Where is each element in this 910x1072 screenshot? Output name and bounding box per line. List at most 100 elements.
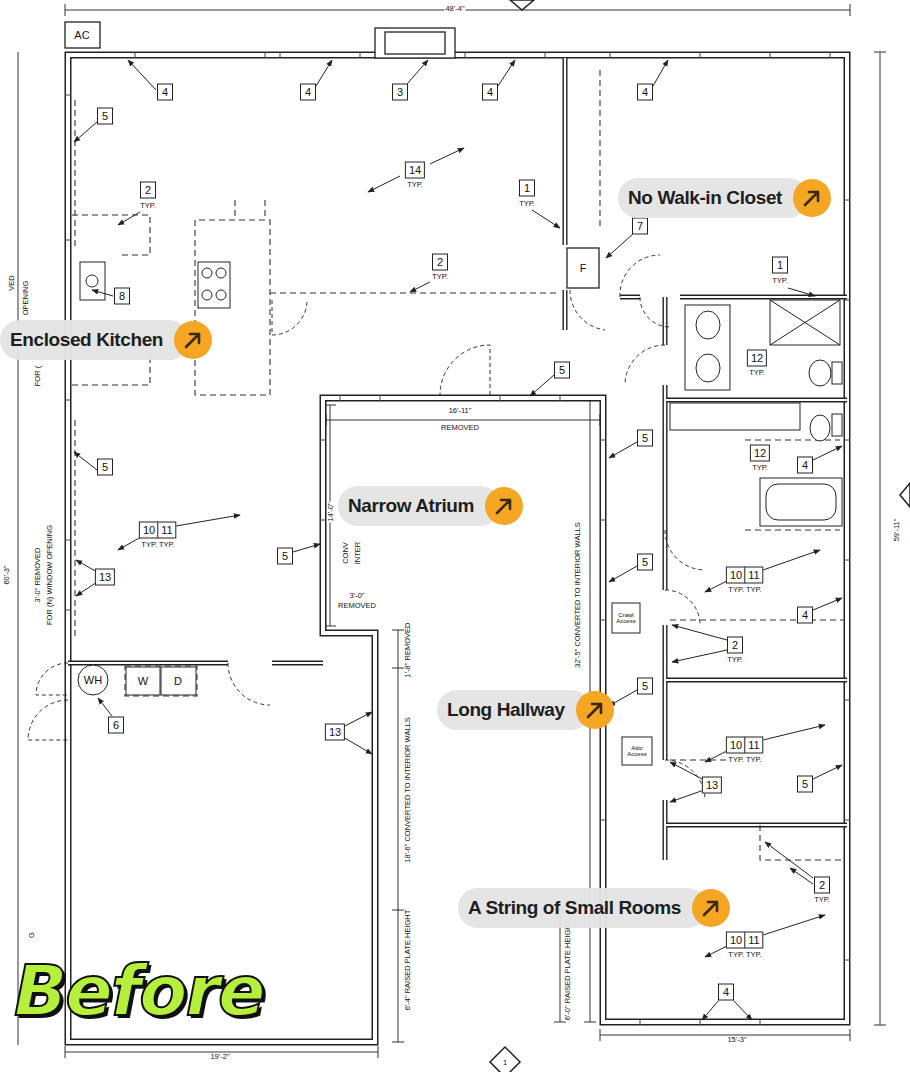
appliance-label: WH [84, 675, 102, 686]
callout-number: 13 [325, 724, 345, 741]
callout-number: 7 [632, 218, 648, 235]
callout-number: 5 [277, 548, 293, 565]
dimension-text: OPENING [22, 280, 30, 317]
appliance-label: D [174, 676, 182, 687]
callout-number: 4 [157, 84, 173, 101]
dimension-text: TYP. [771, 277, 789, 285]
callout-number: 5 [97, 459, 113, 476]
dimension-text: 16'-11" [448, 407, 473, 415]
dimension-text: FOR ( [34, 365, 42, 387]
callout-number: 4 [482, 84, 498, 101]
callout-number: 8 [114, 288, 130, 305]
dimension-text: TYP. TYP. [140, 541, 175, 549]
callout-number: 11 [157, 522, 176, 539]
callout-number: 5 [637, 554, 653, 571]
arrow-icon [575, 690, 615, 730]
dimension-text: TYP. [751, 464, 769, 472]
arrow-icon [484, 486, 524, 526]
dimension-text: 3'-0" REMOVED [34, 547, 42, 604]
callout-number: 13 [702, 777, 722, 794]
dimension-text: 60'-3" [3, 564, 11, 585]
callout-number: 1 [519, 180, 535, 197]
callout-number: 4 [300, 84, 316, 101]
dimension-text: TYP. TYP. [727, 586, 762, 594]
plan-title: Before [14, 956, 263, 1026]
callout-number: 6 [108, 717, 124, 734]
callout-number: 2 [140, 182, 156, 199]
dimension-text: G [28, 931, 36, 939]
appliance-label: AC [74, 30, 89, 41]
dimension-text: 15'-3" [726, 1036, 747, 1044]
dimension-text: TYP. [139, 202, 157, 210]
dimension-text: 1 [502, 1059, 508, 1067]
callout-number: 11 [744, 567, 763, 584]
dimension-text: TYP. [431, 273, 449, 281]
callout-number: 2 [727, 637, 743, 654]
arrow-icon [792, 178, 832, 218]
callout-number: 10 [726, 737, 746, 754]
dimension-text: INTER [354, 541, 362, 566]
callout-number: 5 [637, 678, 653, 695]
callout-number: 11 [744, 932, 763, 949]
dimension-text: 32'-5" CONVERTED TO INTERIOR WALLS [574, 521, 582, 669]
callout-pill: Narrow Atrium [338, 486, 524, 526]
arrow-icon [691, 888, 731, 928]
callout-number: 2 [432, 254, 448, 271]
callout-text: Narrow Atrium [338, 486, 500, 526]
appliance-label: F [580, 263, 587, 274]
callout-text: Enclosed Kitchen [0, 320, 189, 360]
callout-number: 5 [97, 108, 113, 125]
dimension-text: TYP. [518, 200, 536, 208]
callout-number: 4 [797, 457, 813, 474]
callout-number: 5 [554, 362, 570, 379]
callout-number: 4 [797, 607, 813, 624]
callout-number: 12 [750, 445, 770, 462]
callout-number: 1 [772, 257, 788, 274]
dimension-text: REMOVED [337, 602, 377, 610]
dimension-text: 59'-11" [893, 518, 901, 543]
callout-text: Long Hallway [437, 690, 591, 730]
dimension-text: 18'-6" CONVERTED TO INTERIOR WALLS [404, 716, 412, 864]
dimension-text: TYP. [726, 656, 744, 664]
callout-number: 12 [747, 350, 767, 367]
callout-number: 4 [718, 984, 734, 1001]
dimension-text: REMOVED [440, 424, 480, 432]
callout-pill: A String of Small Rooms [458, 888, 731, 928]
callout-number: 5 [637, 430, 653, 447]
dimension-text: 6'-4" RAISED PLATE HEIGHT [404, 909, 412, 1012]
dimension-text: TYP. TYP. [727, 756, 762, 764]
callout-number: 10 [139, 522, 159, 539]
callout-number: 2 [814, 877, 830, 894]
dimension-text: 1'-8" REMOVED [404, 622, 412, 679]
dimension-text: 6'-0" RAISED PLATE HEIGHT [564, 919, 572, 1022]
dimension-text: CONV [342, 541, 350, 565]
callout-text: A String of Small Rooms [458, 888, 707, 928]
dimension-text: FOR (N) WINDOW OPENING [46, 524, 54, 626]
callout-number: 13 [95, 569, 115, 586]
dimension-text: 19'-2" [209, 1053, 230, 1061]
dimension-text: TYP. [813, 896, 831, 904]
callout-number: 3 [392, 84, 408, 101]
callout-number: 14 [405, 162, 425, 179]
callout-pill: Enclosed Kitchen [0, 320, 213, 360]
dimension-text: TYP. [406, 181, 424, 189]
appliance-label: W [138, 676, 148, 687]
callout-number: 10 [726, 567, 746, 584]
callout-number: 11 [744, 737, 763, 754]
dimension-text: 3'-0" [349, 592, 366, 600]
dimension-text: TYP. [748, 369, 766, 377]
callout-pill: No Walk-in Closet [618, 178, 832, 218]
dimension-text: TYP. TYP. [727, 951, 762, 959]
dimension-text: VED [8, 274, 16, 291]
arrow-icon [173, 320, 213, 360]
callout-text: No Walk-in Closet [618, 178, 808, 218]
callout-number: 4 [637, 84, 653, 101]
dimension-text: 48'-4" [444, 5, 465, 13]
access-note: Crawl Access [613, 612, 639, 624]
dimension-text: 14'-0" [327, 501, 335, 522]
callout-number: 10 [726, 932, 746, 949]
access-note: Attic Access [624, 745, 650, 757]
callout-pill: Long Hallway [437, 690, 615, 730]
